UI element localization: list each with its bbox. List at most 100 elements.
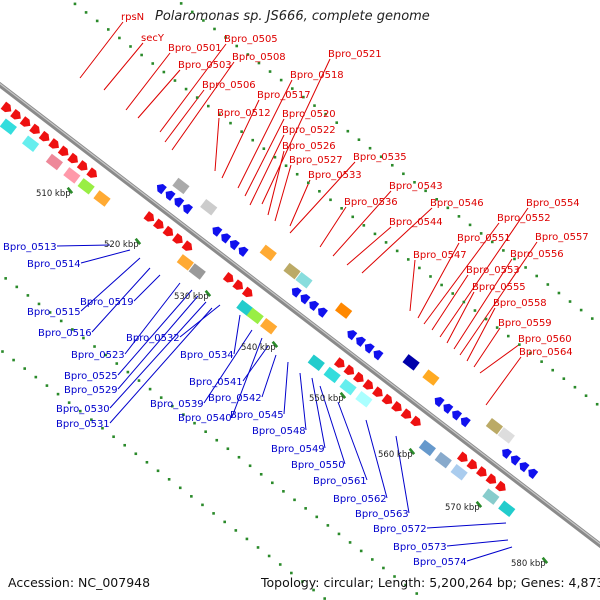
guide-dot bbox=[340, 207, 343, 210]
forward-leader-line bbox=[244, 118, 285, 197]
kbp-tick-mark bbox=[541, 556, 549, 564]
feature-arrow bbox=[67, 152, 78, 164]
forward-gene-label: Bpro_0517 bbox=[257, 90, 311, 101]
feature-block bbox=[236, 299, 254, 317]
reverse-gene-label: Bpro_0545 bbox=[230, 410, 284, 421]
feature-arrow bbox=[48, 138, 59, 149]
reverse-gene-label: Bpro_0541 bbox=[189, 377, 243, 388]
guide-dot bbox=[595, 402, 599, 406]
guide-dot bbox=[562, 377, 566, 380]
guide-dot bbox=[346, 129, 350, 133]
reverse-gene-label: Bpro_0539 bbox=[150, 399, 204, 410]
feature-arrow bbox=[502, 448, 513, 459]
guide-dot bbox=[462, 300, 466, 304]
feature bbox=[29, 123, 40, 135]
feature bbox=[339, 378, 357, 396]
reverse-leader-line bbox=[133, 274, 161, 302]
feature-arrow bbox=[86, 167, 98, 178]
guide-dot bbox=[457, 215, 461, 218]
guide-dot bbox=[579, 308, 583, 312]
guide-dot bbox=[337, 532, 341, 536]
reverse-gene-label: Bpro_0529 bbox=[64, 385, 118, 396]
guide-dot bbox=[295, 172, 299, 176]
guide-dot bbox=[440, 283, 443, 287]
guide-dot bbox=[262, 147, 266, 150]
feature-arrow bbox=[347, 330, 358, 341]
feature-block bbox=[63, 167, 81, 184]
reverse-gene-label: Bpro_0540 bbox=[178, 413, 232, 424]
forward-leader-line bbox=[261, 58, 331, 205]
guide-dot bbox=[257, 61, 261, 65]
reverse-gene-label: Bpro_0523 bbox=[71, 350, 125, 361]
feature bbox=[162, 225, 174, 237]
reverse-gene-label: Bpro_0530 bbox=[56, 404, 110, 415]
guide-dot bbox=[404, 583, 407, 587]
feature-arrow bbox=[153, 218, 164, 229]
guide-dot bbox=[137, 379, 141, 382]
feature-arrow bbox=[466, 458, 478, 470]
feature-block bbox=[246, 307, 264, 325]
feature-block bbox=[450, 464, 468, 481]
guide-dot bbox=[26, 294, 30, 297]
feature-arrow bbox=[362, 379, 374, 390]
guide-dot bbox=[15, 285, 19, 289]
forward-gene-label: Bpro_0535 bbox=[353, 152, 407, 163]
feature-block bbox=[355, 391, 373, 408]
feature bbox=[260, 318, 278, 335]
forward-gene-label: Bpro_0520 bbox=[282, 109, 336, 120]
guide-dot bbox=[59, 319, 63, 323]
guide-dot bbox=[118, 36, 121, 40]
reverse-leader-line bbox=[80, 249, 131, 264]
guide-dot bbox=[215, 438, 219, 442]
feature bbox=[48, 138, 59, 149]
reverse-leader-line bbox=[124, 282, 181, 355]
feature-block bbox=[93, 190, 111, 207]
guide-dot bbox=[293, 498, 296, 502]
guide-dot bbox=[540, 360, 543, 363]
guide-dot bbox=[279, 78, 283, 82]
guide-dot bbox=[282, 490, 285, 493]
feature bbox=[172, 177, 190, 195]
guide-dot bbox=[395, 249, 399, 253]
forward-gene-label: Bpro_0521 bbox=[328, 49, 382, 60]
guide-dot bbox=[67, 401, 71, 404]
guide-dot bbox=[546, 283, 550, 286]
reverse-leader-line bbox=[426, 522, 507, 529]
feature bbox=[200, 198, 218, 216]
guide-dot bbox=[446, 206, 450, 210]
feature-arrow bbox=[356, 336, 367, 347]
feature-arrow bbox=[76, 160, 88, 171]
backbone bbox=[0, 81, 600, 549]
forward-gene-label: Bpro_0544 bbox=[389, 217, 443, 228]
guide-dot bbox=[329, 198, 332, 202]
guide-dot bbox=[156, 469, 160, 473]
feature-arrow bbox=[0, 101, 12, 113]
kbp-tick-mark bbox=[408, 447, 416, 455]
feature bbox=[10, 108, 21, 120]
forward-gene-label: Bpro_0533 bbox=[308, 170, 362, 181]
feature bbox=[93, 190, 111, 207]
forward-leader-line bbox=[473, 327, 501, 368]
feature bbox=[391, 401, 402, 412]
feature-arrow bbox=[10, 108, 21, 120]
feature bbox=[259, 244, 277, 262]
guide-dot bbox=[212, 512, 215, 515]
backbone-line bbox=[0, 81, 600, 549]
guide-dot bbox=[479, 232, 483, 235]
guide-dot bbox=[206, 104, 210, 108]
reverse-gene-label: Bpro_0513 bbox=[3, 242, 57, 253]
guide-dot bbox=[348, 541, 352, 544]
reverse-gene-label: Bpro_0514 bbox=[27, 259, 81, 270]
feature-block bbox=[422, 369, 440, 386]
feature bbox=[364, 343, 375, 354]
guide-dot bbox=[368, 146, 372, 150]
feature-arrow bbox=[229, 240, 240, 251]
feature-block bbox=[335, 302, 353, 319]
feature bbox=[232, 279, 244, 290]
feature bbox=[410, 415, 421, 427]
feature bbox=[353, 371, 364, 383]
forward-leader-line bbox=[289, 179, 311, 227]
reverse-gene-label: Bpro_0548 bbox=[252, 426, 306, 437]
